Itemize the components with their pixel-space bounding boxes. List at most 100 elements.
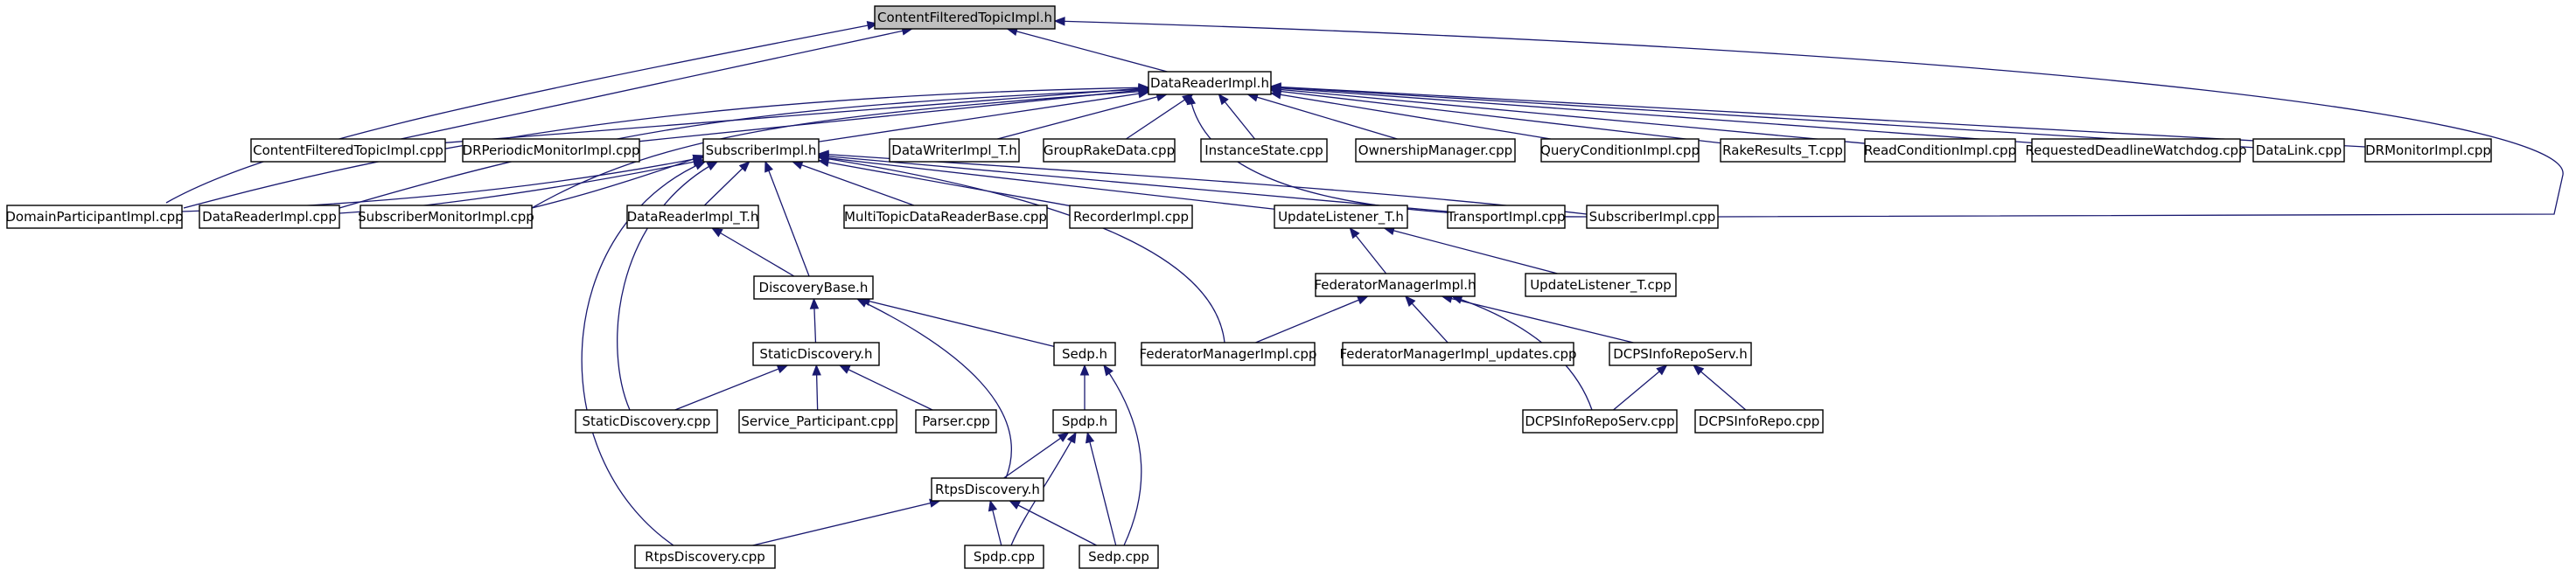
node-box [1864,138,2016,163]
node-box [1043,138,1176,163]
node-dcpsinforeposerv-h[interactable]: DCPSInfoRepoServ.h [1609,342,1752,366]
node-drmonitorimpl-cpp[interactable]: DRMonitorImpl.cpp [2364,138,2492,163]
node-label: DRMonitorImpl.cpp [2365,142,2491,158]
edge-line [183,87,1149,209]
node-box [2031,138,2241,163]
edge-line [856,298,1012,479]
node-instancestate-cpp[interactable]: InstanceState.cpp [1200,138,1328,163]
node-datalink-cpp[interactable]: DataLink.cpp [2252,138,2345,163]
node-rakeresults-t-cpp[interactable]: RakeResults_T.cpp [1720,138,1846,163]
node-box [1355,138,1516,163]
node-rtpsdiscovery-cpp[interactable]: RtpsDiscovery.cpp [634,545,776,569]
edge-arrowhead [1269,82,1281,92]
edge-line [1405,295,1449,344]
edge-n0-n2 [401,26,913,140]
node-multitopicdatareaderbase-cpp[interactable]: MultiTopicDataReaderBase.cpp [843,205,1048,229]
node-dcpsinforeposerv-cpp[interactable]: DCPSInfoRepoServ.cpp [1522,409,1678,434]
node-label: DCPSInfoRepoServ.cpp [1525,413,1674,429]
node-sedp-cpp[interactable]: Sedp.cpp [1079,545,1159,569]
node-grouprakedata-cpp[interactable]: GroupRakeData.cpp [1043,138,1176,163]
node-drperiodicmonitorimpl-cpp[interactable]: DRPeriodicMonitorImpl.cpp [462,138,640,163]
node-label: FederatorManagerImpl_updates.cpp [1339,346,1576,363]
node-queryconditionimpl-cpp[interactable]: QueryConditionImpl.cpp [1540,138,1700,163]
edge-line [859,298,1055,348]
node-service-participant-cpp[interactable]: Service_Participant.cpp [738,409,897,434]
edge-arrowhead [1349,226,1360,239]
edge-line [1270,87,2033,143]
edge-line [617,161,718,411]
edge-line [401,28,912,140]
edge-n18-n24 [711,227,795,277]
edge-n0-n23 [1053,17,2564,218]
node-label: UpdateListener_T.cpp [1530,277,1672,294]
node-box [1052,409,1117,434]
node-contentfilteredtopicimpl-cpp[interactable]: ContentFilteredTopicImpl.cpp [250,138,446,163]
edge-line [581,161,706,546]
node-sedp-h[interactable]: Sedp.h [1053,342,1116,366]
node-label: ContentFilteredTopicImpl.cpp [253,142,443,158]
node-label: GroupRakeData.cpp [1044,142,1175,158]
node-staticdiscovery-h[interactable]: StaticDiscovery.h [752,342,880,366]
node-datawriterimpl-t-h[interactable]: DataWriterImpl_T.h [889,138,1020,163]
node-federatormanagerimpl-cpp[interactable]: FederatorManagerImpl.cpp [1140,342,1317,366]
node-box [738,409,897,434]
node-subscriberimpl-cpp[interactable]: SubscriberImpl.cpp [1586,205,1719,229]
edge-n1-n3 [639,86,1150,142]
node-ownershipmanager-cpp[interactable]: OwnershipManager.cpp [1355,138,1516,163]
edge-n1-n17 [531,87,1150,209]
edge-n1-n7 [1218,93,1256,140]
node-label: DataReaderImpl.cpp [202,209,337,225]
edge-line [1270,87,1866,144]
node-discoverybase-h[interactable]: DiscoveryBase.h [753,275,874,300]
node-label: DomainParticipantImpl.cpp [5,209,183,225]
node-dcpsinforepo-cpp[interactable]: DCPSInfoRepo.cpp [1694,409,1824,434]
node-parser-cpp[interactable]: Parser.cpp [915,409,997,434]
edge-n25-n30 [1404,295,1449,344]
node-domainparticipantimpl-cpp[interactable]: DomainParticipantImpl.cpp [5,205,184,229]
node-label: ReadConditionImpl.cpp [1864,142,2016,158]
edge-arrowhead [1053,17,1065,26]
edge-n31-n36 [1613,364,1668,411]
node-box [931,477,1044,502]
node-transportimpl-cpp[interactable]: TransportImpl.cpp [1446,205,1566,229]
node-label: UpdateListener_T.h [1278,209,1404,226]
node-box [1141,342,1316,366]
edge-n24-n27 [809,297,820,344]
node-spdp-cpp[interactable]: Spdp.cpp [964,545,1044,569]
node-rtpsdiscovery-h[interactable]: RtpsDiscovery.h [931,477,1044,502]
node-datareaderimpl-h[interactable]: DataReaderImpl.h [1148,71,1272,95]
node-federatormanagerimpl-h[interactable]: FederatorManagerImpl.h [1314,273,1476,297]
edge-n4-n39 [581,161,707,546]
node-recorderimpl-cpp[interactable]: RecorderImpl.cpp [1069,205,1193,229]
edge-arrowhead [1693,364,1705,376]
node-box [702,138,820,163]
node-label: FederatorManagerImpl.h [1314,277,1476,293]
node-label: RtpsDiscovery.cpp [645,549,765,565]
node-updatelistener-t-h[interactable]: UpdateListener_T.h [1274,205,1408,229]
edge-n38-n39 [752,498,941,546]
edge-n4-n20 [817,157,1071,207]
node-datareaderimpl-t-h[interactable]: DataReaderImpl_T.h [626,205,759,229]
node-staticdiscovery-cpp[interactable]: StaticDiscovery.cpp [575,409,718,434]
node-box [1053,342,1116,366]
edge-n4-n24 [764,160,810,277]
node-subscriberimpl-h[interactable]: SubscriberImpl.h [702,138,820,163]
edge-n31-n37 [1693,364,1747,411]
node-box [250,138,446,163]
edge-n21-n25 [1349,226,1387,274]
edge-line [1003,432,1069,479]
node-box [2252,138,2345,163]
node-readconditionimpl-cpp[interactable]: ReadConditionImpl.cpp [1864,138,2016,163]
edge-line [703,161,750,206]
node-subscribermonitorimpl-cpp[interactable]: SubscriberMonitorImpl.cpp [358,205,534,229]
edge-line [1247,94,1398,140]
node-federatormanagerimpl-updates-cpp[interactable]: FederatorManagerImpl_updates.cpp [1339,342,1577,366]
node-updatelistener-t-cpp[interactable]: UpdateListener_T.cpp [1525,273,1677,297]
node-spdp-h[interactable]: Spdp.h [1052,409,1117,434]
edge-arrowhead [1356,295,1369,305]
node-datareaderimpl-cpp[interactable]: DataReaderImpl.cpp [199,205,340,229]
node-box [1069,205,1193,229]
node-label: MultiTopicDataReaderBase.cpp [844,209,1047,225]
node-label: Spdp.h [1062,413,1107,429]
node-requesteddeadlinewatchdog-cpp[interactable]: RequestedDeadlineWatchdog.cpp [2025,138,2247,163]
